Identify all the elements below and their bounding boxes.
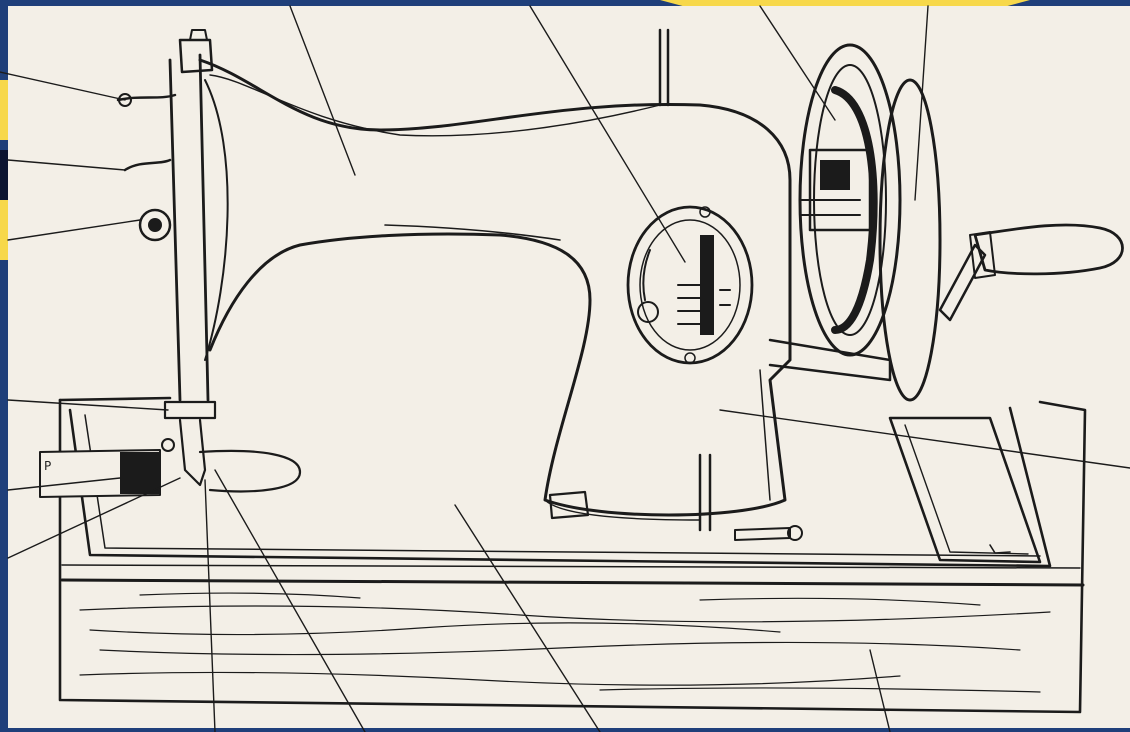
clutch-block xyxy=(820,160,850,190)
fabric-mark-text: P xyxy=(44,459,51,473)
regulator-slot xyxy=(700,235,714,335)
paper-sheet xyxy=(8,6,1130,728)
tension-regulator-core xyxy=(148,218,162,232)
fabric-stitch-block xyxy=(120,452,160,494)
